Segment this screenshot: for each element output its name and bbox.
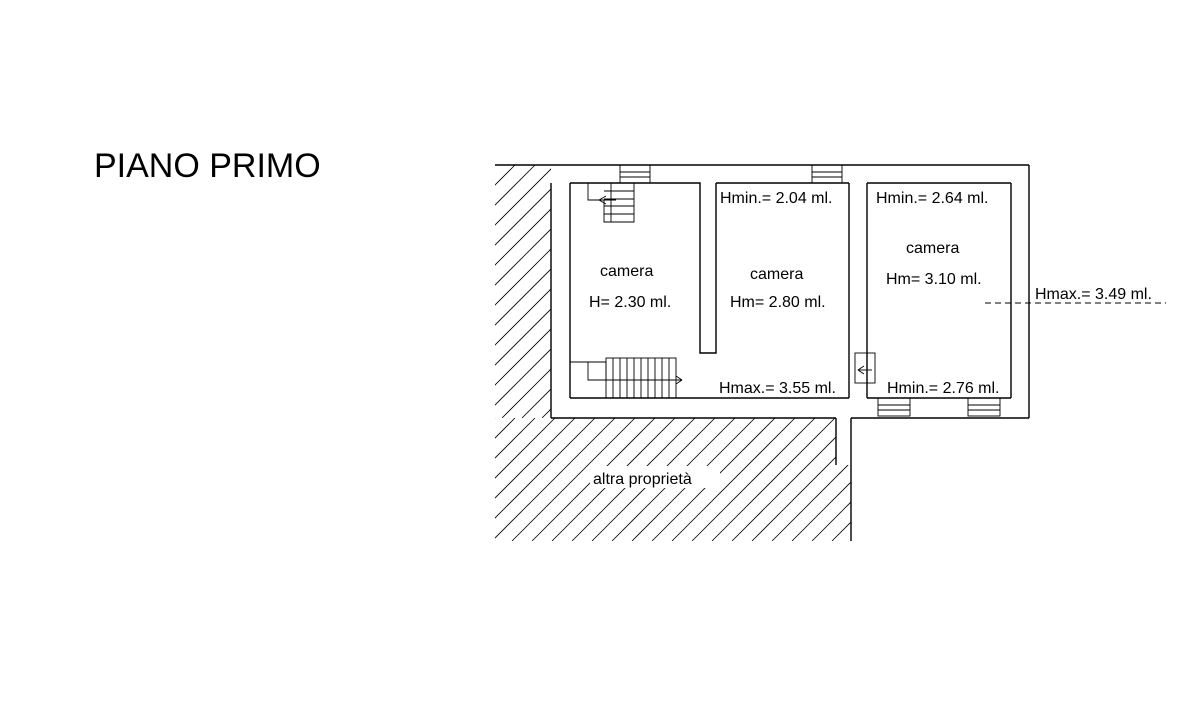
hatch-line [495,418,616,541]
hatch-line [495,165,551,418]
hatch-line [495,418,556,541]
hatch-line [495,165,516,418]
room-3-name: camera [906,240,959,257]
outer-walls [495,164,1030,541]
hatch-line [771,418,851,541]
hatch-line [495,165,551,418]
hatch-line [511,418,636,541]
hatch-line [872,418,995,541]
windows [619,164,1001,417]
hatch-line [671,418,796,541]
hatch-line [495,418,516,541]
upper-stair [587,183,635,223]
hatch-line [731,418,851,541]
room-2-height: Hm= 2.80 ml. [730,294,826,311]
room-3-height: Hm= 3.10 ml. [886,271,982,288]
hatch-line [691,418,816,541]
lower-stair [570,357,683,399]
hatch-line [495,418,596,541]
external-hmax: Hmax.= 3.49 ml. [1035,286,1152,303]
room-1-name: camera [600,263,653,280]
hatch-line [495,418,496,541]
hatch-line [495,165,551,418]
room-2-hmax: Hmax.= 3.55 ml. [719,380,836,397]
door [854,352,876,384]
room-2-hmin: Hmin.= 2.04 ml. [720,190,832,207]
hatch-line [495,165,551,418]
hatch-line [711,418,836,541]
hatch-line [495,165,551,418]
hatch-line [501,165,551,418]
hatch-line [852,418,975,541]
hatch-line [495,165,551,418]
room-2-name: camera [750,266,803,283]
neighbour-label: altra proprietà [593,471,692,488]
hatch-line [495,418,536,541]
room-1-height: H= 2.30 ml. [589,294,671,311]
hatch-line [495,418,576,541]
room-3-hmin-bottom: Hmin.= 2.76 ml. [887,380,999,397]
hatch-line [495,165,496,418]
hatch-line [495,165,551,418]
room-3-hmin-top: Hmin.= 2.64 ml. [876,190,988,207]
hatch-line [811,418,851,541]
hatch-line [791,418,851,541]
hatch-line [495,165,551,418]
hatch-line [751,418,851,541]
plan-title: PIANO PRIMO [94,147,321,185]
room-1-walls [569,182,1012,399]
hatch-line [495,165,551,418]
hatch-line [495,165,536,418]
